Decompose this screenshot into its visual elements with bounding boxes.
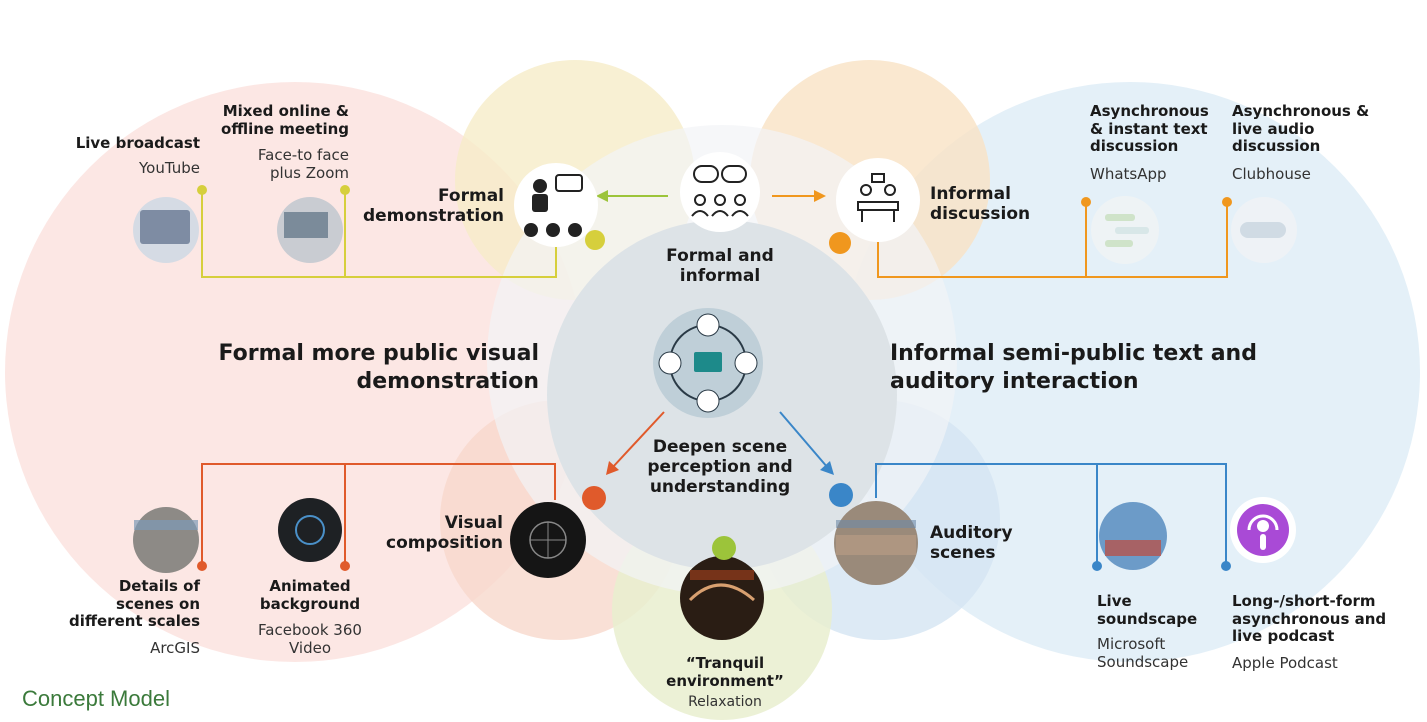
arcgis-image (133, 507, 199, 573)
arcgis-dot (197, 561, 207, 571)
mixed-meeting-dot (340, 185, 350, 195)
formal-connector (201, 193, 557, 278)
auditory-arrowhead (820, 461, 834, 475)
figure-caption: Concept Model (22, 686, 170, 711)
visual-connector (201, 463, 556, 565)
left-section-title: Formal more public visual demonstration (218, 341, 539, 394)
formal-informal-hub (680, 152, 760, 232)
visual-composition-label: Visual composition (386, 513, 503, 554)
details-scales-title: Details of scenes on different scales (68, 577, 200, 631)
live-soundscape-title: Live soundscape (1097, 592, 1198, 628)
mixed-meeting-tool: Face-to face plus Zoom (257, 146, 349, 182)
informal-connector (877, 205, 1228, 278)
nose-icon (696, 389, 720, 413)
async-text-tool: WhatsApp (1090, 165, 1167, 183)
formal-informal-label: Formal and informal (666, 246, 774, 287)
auditory-scenes-dot (829, 483, 853, 507)
informal-discussion-hub (836, 158, 920, 242)
deepen-perception-label: Deepen scene perception and understandin… (647, 437, 793, 498)
auditory-arrow (779, 411, 829, 469)
formal-arrowhead (596, 190, 608, 202)
tranquil-subtitle: Relaxation (688, 694, 762, 710)
visual-composition-dot (582, 486, 606, 510)
whatsapp-dot (1081, 197, 1091, 207)
presenter-icon (524, 174, 583, 237)
auditory-connector (875, 463, 1227, 565)
live-broadcast-tool: YouTube (139, 159, 200, 177)
live-soundscape-tool: Microsoft Soundscape (1097, 635, 1189, 671)
live-broadcast-title: Live broadcast (75, 134, 200, 152)
mixed-meeting-title: Mixed online & offline meeting (221, 102, 349, 138)
informal-arrowhead (814, 190, 826, 202)
visual-arrowhead (606, 461, 619, 475)
async-audio-tool: Clubhouse (1232, 165, 1311, 183)
facebook360-image (278, 498, 342, 562)
animated-bg-tool: Facebook 360 Video (258, 621, 362, 657)
discussion-bubbles-icon (691, 165, 749, 217)
async-audio-title: Asynchronous & live audio discussion (1232, 102, 1370, 156)
details-scales-tool: ArcGIS (150, 639, 200, 657)
live-broadcast-dot (197, 185, 207, 195)
soundscape-image (1099, 502, 1167, 570)
hand-icon (734, 351, 758, 375)
soundscape-dot (1092, 561, 1102, 571)
podcast-title: Long-/short-form asynchronous and live p… (1232, 592, 1387, 646)
tranquil-title: “Tranquil environment” (666, 654, 784, 690)
async-text-title: Asynchronous & instant text discussion (1090, 102, 1209, 156)
ear-icon (658, 351, 682, 375)
tranquil-dot (712, 536, 736, 560)
animated-bg-title: Animated background (259, 577, 361, 613)
clubhouse-dot (1222, 197, 1232, 207)
eye-icon (696, 313, 720, 337)
podcast-dot (1221, 561, 1231, 571)
auditory-scenes-label: Auditory scenes (930, 523, 1013, 564)
fb360-dot (340, 561, 350, 571)
visual-arrow (611, 411, 665, 469)
right-section-title: Informal semi-public text and auditory i… (890, 341, 1257, 394)
podcast-tool: Apple Podcast (1232, 654, 1338, 672)
formal-demo-dot (585, 230, 605, 250)
informal-discussion-dot (829, 232, 851, 254)
informal-discussion-label: Informal discussion (930, 184, 1031, 225)
meeting-table-icon (857, 173, 899, 222)
screen-icon (694, 352, 722, 372)
formal-demo-label: Formal demonstration (362, 186, 504, 227)
